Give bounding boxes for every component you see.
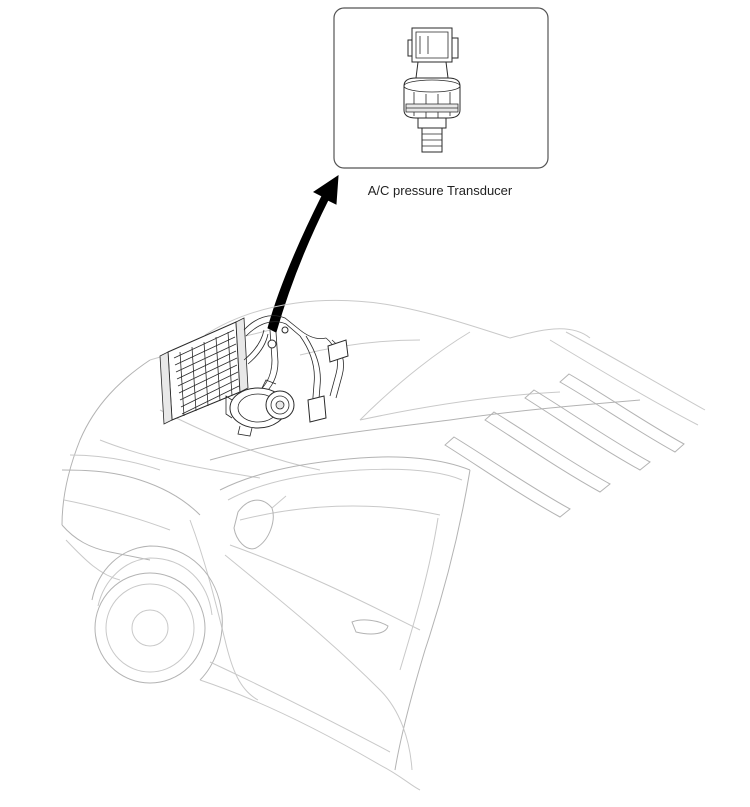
ac-condenser-icon [159, 317, 249, 425]
vehicle-body [61, 299, 706, 791]
ac-compressor-icon [225, 379, 295, 437]
callout-arrow-icon [267, 175, 339, 333]
pressure-transducer-icon [403, 27, 461, 153]
callout-label: A/C pressure Transducer [367, 183, 513, 198]
ac-lines-icon [243, 315, 349, 423]
